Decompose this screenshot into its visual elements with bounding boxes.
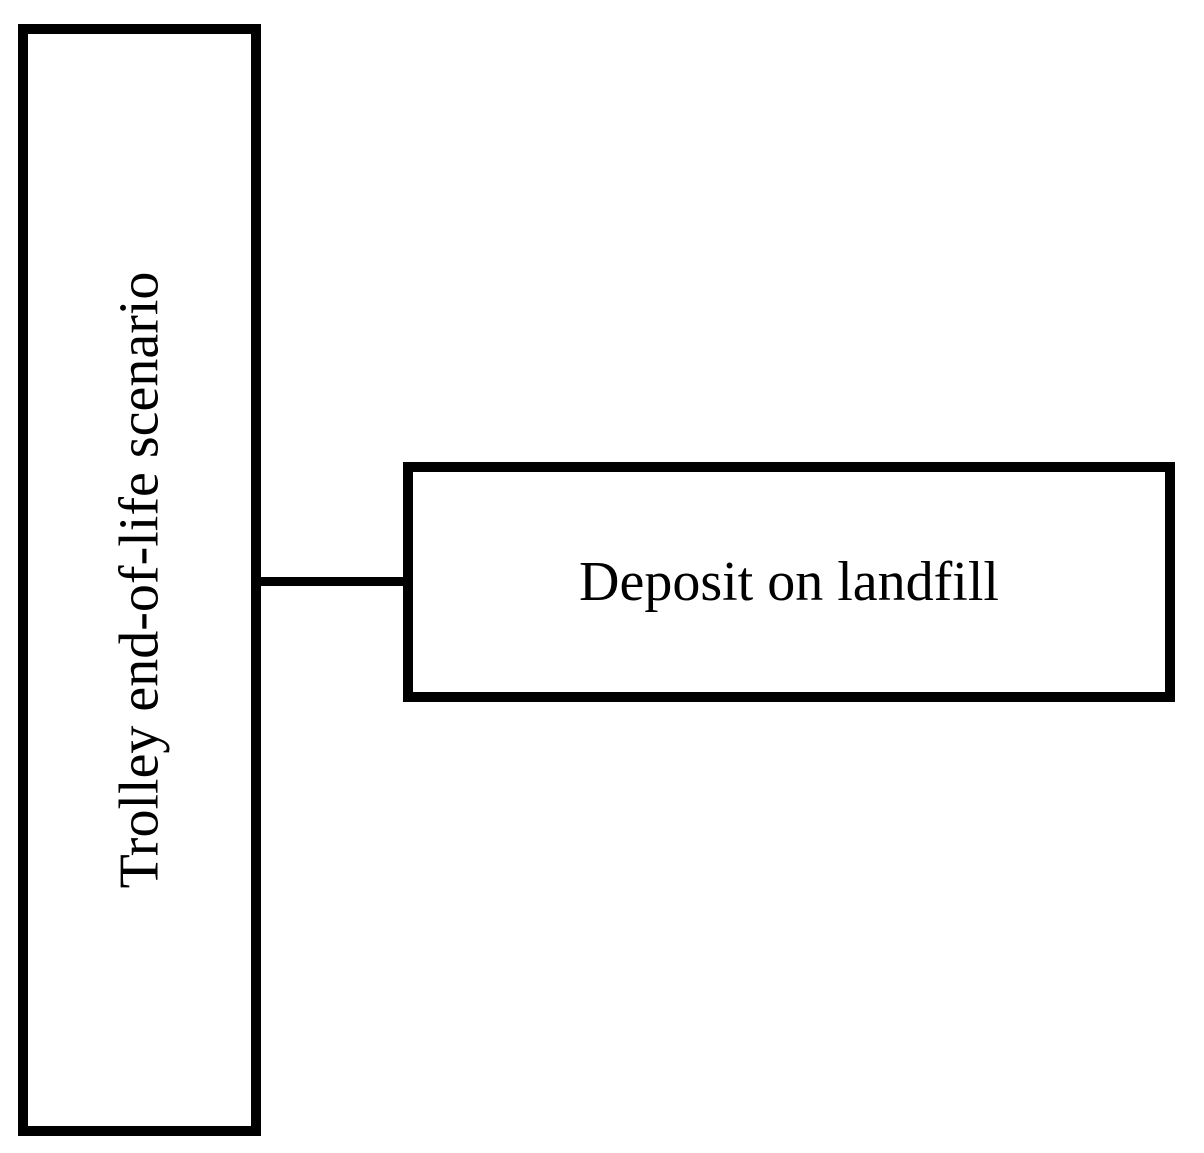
connector-line: [256, 577, 408, 586]
deposit-on-landfill-label: Deposit on landfill: [579, 551, 999, 613]
deposit-on-landfill-box: Deposit on landfill: [403, 462, 1175, 702]
trolley-end-of-life-scenario-label: Trolley end-of-life scenario: [108, 271, 171, 889]
trolley-end-of-life-scenario-box: Trolley end-of-life scenario: [18, 24, 261, 1136]
